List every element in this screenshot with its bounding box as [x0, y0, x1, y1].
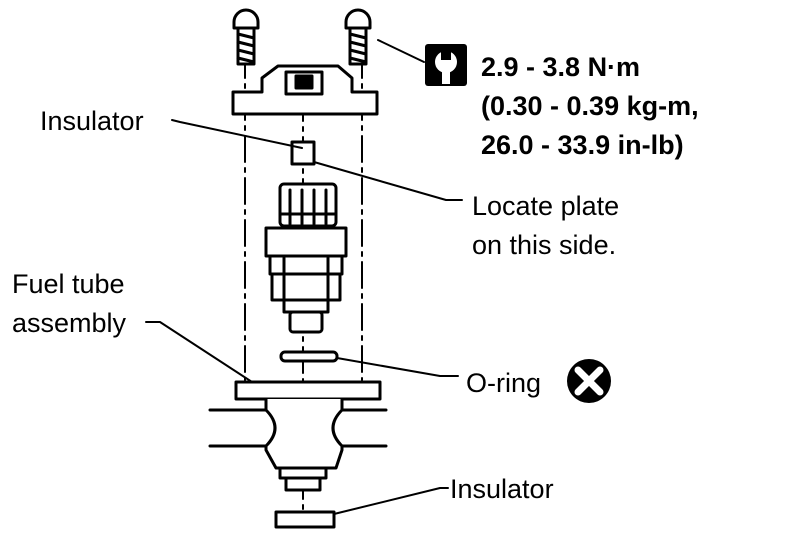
insulator-bottom-part — [274, 510, 336, 529]
torque-spec-line2: (0.30 - 0.39 kg-m, — [481, 91, 699, 121]
retainer-bracket — [231, 64, 379, 116]
locate-plate-label-line1: Locate plate — [472, 191, 619, 221]
insulator-top-label: Insulator — [40, 106, 144, 136]
insulator-top-part — [290, 140, 316, 166]
locate-plate-label-line2: on this side. — [472, 230, 616, 260]
leader-lines — [145, 39, 463, 515]
screw-left — [232, 8, 260, 66]
o-ring-part — [279, 350, 339, 363]
screw-right — [344, 8, 372, 66]
o-ring-label: O-ring — [466, 368, 541, 398]
torque-spec-line3: 26.0 - 33.9 in-lb) — [481, 130, 684, 160]
fuel-injector — [264, 182, 348, 334]
fuel-tube-label-line2: assembly — [12, 308, 127, 338]
insulator-bottom-label: Insulator — [450, 474, 554, 504]
fuel-tube-label-line1: Fuel tube — [12, 269, 125, 299]
do-not-reuse-icon — [567, 359, 611, 403]
torque-wrench-icon — [425, 44, 467, 86]
torque-spec-line1: 2.9 - 3.8 N·m — [481, 52, 640, 82]
fuel-tube-assembly — [208, 380, 388, 492]
